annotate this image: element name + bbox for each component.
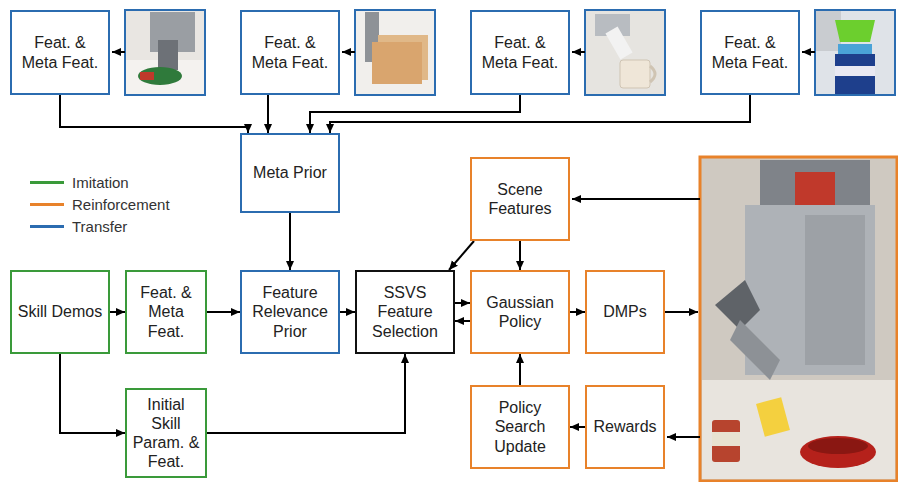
legend-row: Transfer	[30, 218, 127, 235]
robot-photo	[700, 157, 897, 481]
legend-row: Imitation	[30, 174, 129, 191]
reinforcement-box: Gaussian Policy	[470, 270, 570, 354]
node-label: Scene Features	[476, 180, 564, 218]
connector-arrow	[340, 311, 355, 313]
node-label: Meta Prior	[253, 163, 327, 182]
node-label: Feature Relevance Prior	[246, 283, 334, 341]
connector-arrow	[455, 302, 470, 304]
legend-label: Reinforcement	[72, 196, 170, 213]
node-label: DMPs	[603, 302, 647, 321]
reinforcement-box: DMPs	[585, 270, 665, 354]
node-label: Feat. & Meta Feat.	[246, 33, 334, 71]
legend-row: Reinforcement	[30, 196, 170, 213]
node-label: Policy Search Update	[476, 398, 564, 456]
reinforcement-box: Scene Features	[470, 157, 570, 241]
node-label: Rewards	[593, 417, 656, 436]
photo	[355, 10, 435, 95]
legend-swatch	[30, 181, 64, 184]
connector-arrow	[267, 95, 269, 133]
connector-arrow	[570, 311, 585, 313]
connector-arrow	[310, 95, 520, 133]
connector-arrow	[110, 311, 125, 313]
legend-swatch	[30, 225, 64, 228]
connector-arrow	[455, 320, 470, 322]
node-label: Feat. & Meta Feat.	[476, 33, 564, 71]
imitation-box: Feat. & Meta Feat.	[125, 270, 207, 354]
transfer-box: Feature Relevance Prior	[240, 270, 340, 354]
node-label: SSVS Feature Selection	[361, 283, 449, 341]
connector-arrow	[519, 354, 521, 385]
node-label: Gaussian Policy	[476, 293, 564, 331]
connector-arrow	[289, 213, 291, 270]
selection-box: SSVS Feature Selection	[355, 270, 455, 354]
legend-label: Transfer	[72, 218, 127, 235]
imitation-box: Skill Demos	[10, 270, 110, 354]
photo	[815, 10, 895, 95]
transfer-box: Feat. & Meta Feat.	[470, 10, 570, 95]
node-label: Feat. & Meta Feat.	[16, 33, 104, 71]
connector-arrow	[519, 241, 521, 270]
photo	[125, 10, 205, 95]
node-label: Feat. & Meta Feat.	[706, 33, 794, 71]
connector-arrow	[570, 426, 585, 428]
connector-arrow	[449, 241, 474, 270]
reinforcement-box: Rewards	[585, 385, 665, 469]
transfer-box: Meta Prior	[240, 133, 340, 213]
legend-swatch	[30, 203, 64, 206]
connector-arrow	[207, 354, 405, 433]
reinforcement-box: Policy Search Update	[470, 385, 570, 469]
photo	[585, 10, 665, 95]
connector-arrow	[60, 95, 248, 133]
connector-arrow	[330, 95, 750, 133]
transfer-box: Feat. & Meta Feat.	[10, 10, 110, 95]
node-label: Initial Skill Param. & Feat.	[131, 395, 201, 472]
layout-arrows	[112, 52, 815, 437]
node-label: Skill Demos	[18, 302, 102, 321]
legend-label: Imitation	[72, 174, 129, 191]
node-label: Feat. & Meta Feat.	[131, 283, 201, 341]
imitation-box: Initial Skill Param. & Feat.	[125, 388, 207, 478]
connector-arrow	[60, 354, 125, 433]
connector-arrow	[207, 311, 240, 313]
transfer-box: Feat. & Meta Feat.	[240, 10, 340, 95]
transfer-box: Feat. & Meta Feat.	[700, 10, 800, 95]
